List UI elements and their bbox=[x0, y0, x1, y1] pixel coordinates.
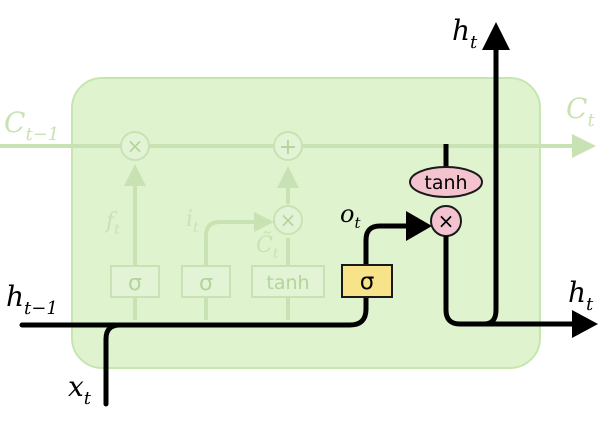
candidate-layer: tanh bbox=[251, 265, 325, 298]
output-multiply-op: × bbox=[430, 205, 462, 237]
faded-forget-path bbox=[124, 164, 146, 320]
h-out-right-label: ht bbox=[568, 276, 594, 315]
candidate-layer-label: tanh bbox=[266, 272, 309, 294]
svg-text:+: + bbox=[279, 135, 297, 160]
h-right-arrowhead bbox=[572, 310, 598, 338]
c-prev-label: Ct−1 bbox=[4, 106, 59, 145]
forget-gate-label: σ bbox=[128, 271, 142, 296]
h-top-arrowhead bbox=[482, 22, 510, 50]
input-multiply-op: × bbox=[273, 205, 303, 235]
input-gate-layer: σ bbox=[181, 265, 231, 298]
h-out-top-label: ht bbox=[452, 14, 478, 53]
cell-add-op: + bbox=[273, 131, 303, 161]
output-gate-label: σ bbox=[360, 269, 375, 295]
output-tanh-op: tanh bbox=[409, 166, 483, 198]
c-next-label: Ct bbox=[566, 92, 595, 131]
faded-input-path bbox=[204, 212, 274, 320]
h-prev-label: ht−1 bbox=[6, 280, 58, 319]
output-gate-arrowhead bbox=[406, 211, 432, 241]
output-tanh-label: tanh bbox=[424, 172, 467, 194]
hidden-output-path bbox=[443, 48, 578, 327]
x-in-label: xt bbox=[68, 370, 92, 409]
faded-candidate-path bbox=[277, 166, 299, 320]
c-tilde-label: C̃t bbox=[256, 232, 279, 262]
svg-text:×: × bbox=[280, 208, 297, 232]
forget-gate-layer: σ bbox=[110, 265, 160, 298]
svg-text:×: × bbox=[438, 209, 455, 233]
i-gate-label: it bbox=[186, 207, 199, 236]
output-gate-layer: σ bbox=[341, 264, 393, 298]
forget-multiply-op: × bbox=[120, 131, 150, 161]
svg-text:×: × bbox=[127, 134, 144, 158]
o-gate-label: ot bbox=[340, 200, 361, 232]
input-gate-label: σ bbox=[199, 271, 213, 296]
